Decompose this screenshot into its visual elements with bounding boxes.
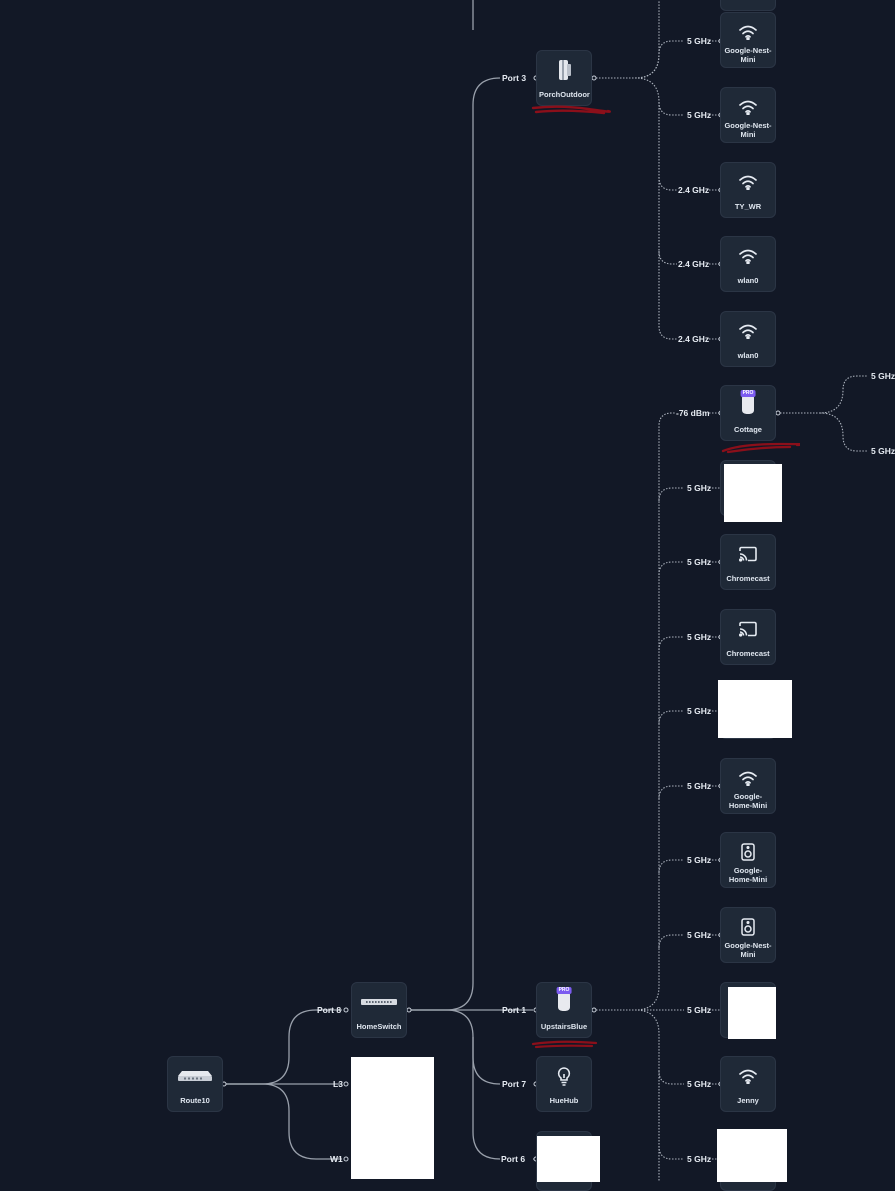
device-name: Google-Nest-Mini xyxy=(724,941,772,959)
speaker-icon xyxy=(721,841,775,863)
device-name: Route10 xyxy=(180,1096,210,1105)
device-node-google-nest-mini[interactable]: Google-Nest-Mini xyxy=(720,12,776,68)
band-label: 5 GHz xyxy=(687,110,712,120)
cottage-out-dot xyxy=(775,410,781,416)
homeswitch-in-dot xyxy=(343,1007,349,1013)
wifi-icon xyxy=(721,96,775,118)
link-label-port3: Port 3 xyxy=(502,73,527,83)
wifi-icon xyxy=(721,21,775,43)
band-label: 2.4 GHz xyxy=(678,259,710,269)
device-name: Google-Home-Mini xyxy=(728,792,768,810)
w1-dot xyxy=(343,1156,349,1162)
lightbulb-icon xyxy=(537,1065,591,1087)
device-node-wlan0[interactable]: wlan0 xyxy=(720,236,776,292)
access-point-pro-icon: PRO xyxy=(537,987,591,1013)
link-label-l3: L3 xyxy=(333,1079,343,1089)
device-node-cottage[interactable]: PRO Cottage xyxy=(720,385,776,441)
switch-icon xyxy=(352,991,406,1013)
device-name: TY_WR xyxy=(734,202,762,211)
band-label: 5 GHz xyxy=(687,1079,712,1089)
device-node-homeswitch[interactable]: HomeSwitch xyxy=(351,982,407,1038)
outdoor-ap-icon xyxy=(537,59,591,81)
pro-badge: PRO xyxy=(556,987,572,994)
band-label: 2.4 GHz xyxy=(678,334,710,344)
band-label: 5 GHz xyxy=(687,1005,712,1015)
homeswitch-out-dot xyxy=(406,1007,412,1013)
device-name: Chromecast xyxy=(726,649,770,658)
device-name: Google-Home-Mini xyxy=(728,866,768,884)
signal-label: -76 dBm xyxy=(676,408,710,418)
band-label: 5 GHz xyxy=(687,36,712,46)
annotation-scribble xyxy=(531,105,611,115)
device-name: Cottage xyxy=(734,425,762,434)
device-node-upstairsblue[interactable]: PRO UpstairsBlue xyxy=(536,982,592,1038)
band-label: 5 GHz xyxy=(871,446,895,456)
porch-out-dot xyxy=(591,75,597,81)
band-label: 5 GHz xyxy=(687,706,712,716)
device-node-partial[interactable] xyxy=(720,0,776,11)
device-node-chromecast[interactable]: Chromecast xyxy=(720,534,776,590)
link-label-port7: Port 7 xyxy=(502,1079,527,1089)
device-name: Jenny xyxy=(737,1096,759,1105)
device-name: HomeSwitch xyxy=(356,1022,402,1031)
device-node-jenny[interactable]: Jenny xyxy=(720,1056,776,1112)
wifi-icon xyxy=(721,245,775,267)
device-node-wlan0[interactable]: wlan0 xyxy=(720,311,776,367)
redaction-box xyxy=(718,680,792,738)
device-node-huehub[interactable]: HueHub xyxy=(536,1056,592,1112)
access-point-pro-icon: PRO xyxy=(721,390,775,416)
upstairs-out-dot xyxy=(591,1007,597,1013)
speaker-icon xyxy=(721,916,775,938)
device-node-chromecast[interactable]: Chromecast xyxy=(720,609,776,665)
device-name: Google-Nest-Mini xyxy=(724,46,772,64)
device-name: UpstairsBlue xyxy=(540,1022,588,1031)
band-label: 5 GHz xyxy=(687,1154,712,1164)
redaction-box xyxy=(351,1057,434,1179)
annotation-scribble xyxy=(721,442,800,454)
pro-badge: PRO xyxy=(740,390,756,397)
link-label-port8: Port 8 xyxy=(317,1005,342,1015)
device-node-google-nest-mini[interactable]: Google-Nest-Mini xyxy=(720,907,776,963)
band-label: 5 GHz xyxy=(687,632,712,642)
l3-dot xyxy=(343,1081,349,1087)
cast-icon xyxy=(721,618,775,640)
band-label: 2.4 GHz xyxy=(678,185,710,195)
device-node-google-home-mini[interactable]: Google-Home-Mini xyxy=(720,758,776,814)
band-label: 5 GHz xyxy=(687,855,712,865)
redaction-box xyxy=(717,1129,787,1182)
band-label: 5 GHz xyxy=(871,371,895,381)
link-label-port1: Port 1 xyxy=(502,1005,527,1015)
device-name: Google-Nest-Mini xyxy=(724,121,772,139)
wifi-icon xyxy=(721,767,775,789)
wifi-icon xyxy=(721,1065,775,1087)
link-label-port6: Port 6 xyxy=(501,1154,526,1164)
band-label: 5 GHz xyxy=(687,557,712,567)
wifi-icon xyxy=(721,320,775,342)
device-node-porchoutdoor[interactable]: PorchOutdoor xyxy=(536,50,592,106)
band-label: 5 GHz xyxy=(687,930,712,940)
device-name: HueHub xyxy=(549,1096,579,1105)
device-node-ty-wr[interactable]: TY_WR xyxy=(720,162,776,218)
redaction-box xyxy=(728,987,776,1039)
link-label-w1: W1 xyxy=(330,1154,343,1164)
device-node-google-nest-mini[interactable]: Google-Nest-Mini xyxy=(720,87,776,143)
cast-icon xyxy=(721,543,775,565)
band-label: 5 GHz xyxy=(687,781,712,791)
device-node-route10[interactable]: Route10 xyxy=(167,1056,223,1112)
device-node-google-home-mini[interactable]: Google-Home-Mini xyxy=(720,832,776,888)
annotation-scribble xyxy=(531,1040,598,1049)
redaction-box xyxy=(537,1136,600,1182)
device-name: wlan0 xyxy=(737,276,759,285)
device-name: PorchOutdoor xyxy=(539,90,590,99)
device-name: Chromecast xyxy=(726,574,770,583)
device-name: wlan0 xyxy=(737,351,759,360)
wifi-icon xyxy=(721,171,775,193)
band-label: 5 GHz xyxy=(687,483,712,493)
router-icon xyxy=(168,1065,222,1087)
redaction-box xyxy=(724,464,782,522)
